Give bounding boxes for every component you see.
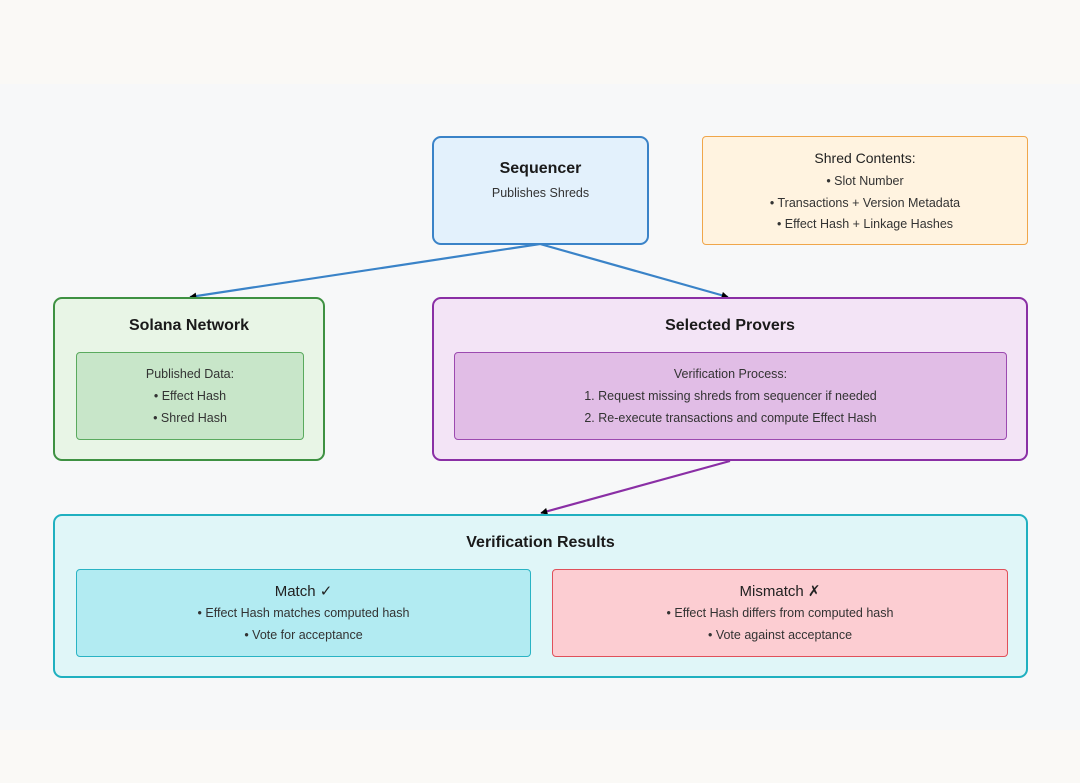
solana-network-title: Solana Network <box>128 317 250 334</box>
sequencer-node: Sequencer Publishes Shreds <box>432 136 649 245</box>
mismatch-item: • Vote against acceptance <box>707 628 853 642</box>
published-data-heading: Published Data: <box>145 367 235 381</box>
shred-contents-item: • Effect Hash + Linkage Hashes <box>776 217 954 231</box>
arrow-sequencer-to-solana <box>189 242 541 300</box>
published-data-item: • Effect Hash <box>153 389 227 403</box>
shred-contents-heading: Shred Contents: <box>814 150 916 166</box>
shred-contents-item: • Transactions + Version Metadata <box>769 196 961 210</box>
shred-contents-note: Shred Contents: • Slot Number • Transact… <box>702 136 1028 245</box>
solana-network-node: Solana Network Published Data: • Effect … <box>53 297 325 461</box>
sequencer-title: Sequencer <box>499 160 582 177</box>
sequencer-subtitle: Publishes Shreds <box>491 186 590 200</box>
mismatch-heading: Mismatch ✗ <box>739 583 821 600</box>
mismatch-item: • Effect Hash differs from computed hash <box>666 606 894 620</box>
selected-provers-title: Selected Provers <box>665 317 795 334</box>
shred-contents-item: • Slot Number <box>826 174 904 188</box>
arrow-provers-to-results <box>540 459 731 515</box>
match-panel: Match ✓ • Effect Hash matches computed h… <box>76 569 531 657</box>
match-item: • Vote for acceptance <box>244 628 363 642</box>
verification-results-node: Verification Results Match ✓ • Effect Ha… <box>53 514 1028 678</box>
match-heading: Match ✓ <box>274 583 333 600</box>
mismatch-panel: Mismatch ✗ • Effect Hash differs from co… <box>552 569 1008 657</box>
verification-process-step: 1. Request missing shreds from sequencer… <box>584 389 877 403</box>
published-data-panel: Published Data: • Effect Hash • Shred Ha… <box>76 352 304 440</box>
match-item: • Effect Hash matches computed hash <box>197 606 410 620</box>
verification-process-step: 2. Re-execute transactions and compute E… <box>584 411 877 425</box>
selected-provers-node: Selected Provers Verification Process: 1… <box>432 297 1028 461</box>
verification-process-heading: Verification Process: <box>673 367 788 381</box>
arrow-sequencer-to-provers <box>539 242 729 299</box>
verification-process-panel: Verification Process: 1. Request missing… <box>454 352 1007 440</box>
verification-results-title: Verification Results <box>466 534 615 551</box>
published-data-item: • Shred Hash <box>153 411 227 425</box>
